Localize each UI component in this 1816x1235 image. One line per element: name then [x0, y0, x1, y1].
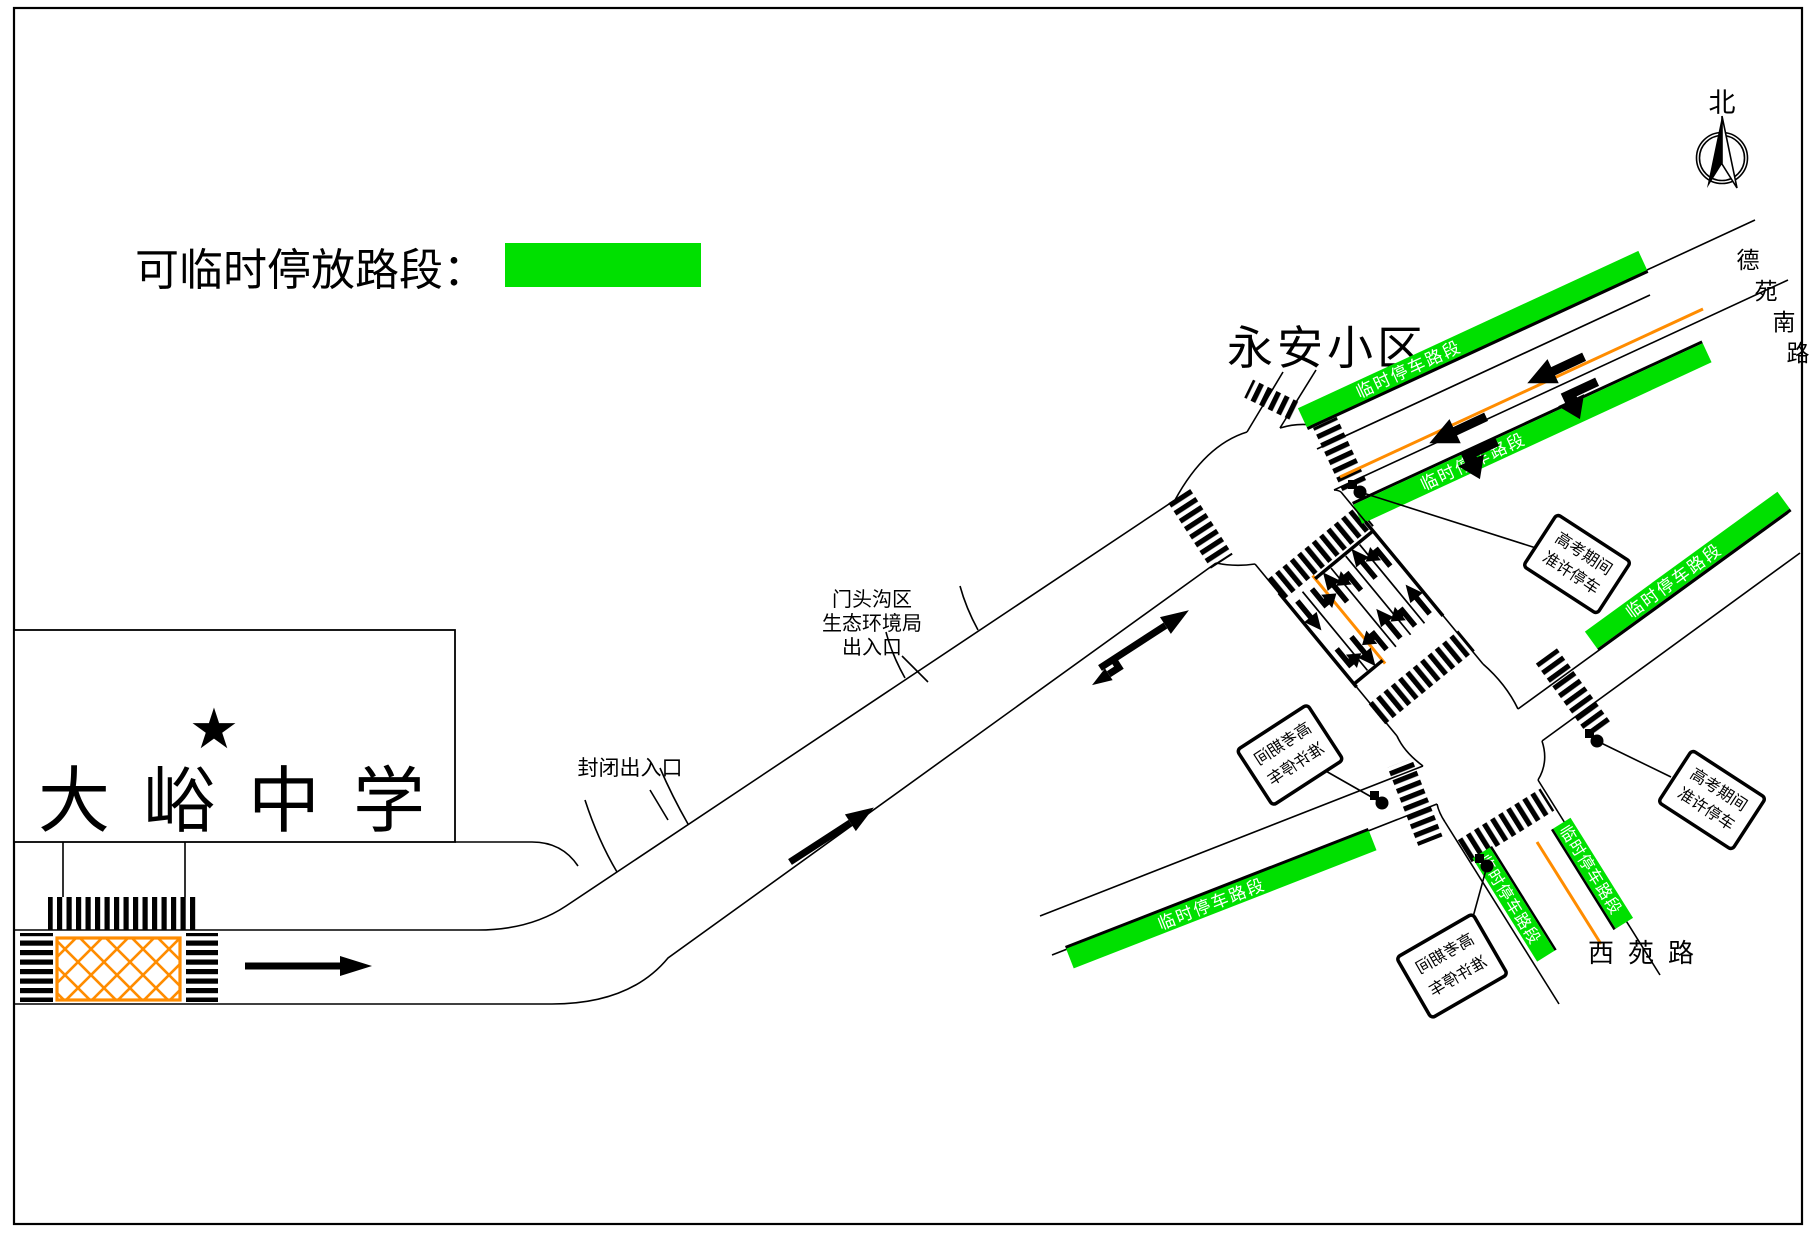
north-label: 北	[1709, 88, 1736, 118]
corner-lower-south	[1436, 803, 1446, 823]
legend-label: 可临时停放路段：	[135, 246, 487, 295]
laneline-deyuan	[1316, 294, 1651, 450]
env-bureau-leader	[901, 655, 929, 683]
crosswalk-lower-nw	[1367, 630, 1475, 726]
school-gate-crosswalk	[48, 897, 197, 930]
closed-entrance-edge-right	[659, 767, 689, 825]
junction-box-marking	[55, 936, 182, 1002]
road-edge-main-bottom	[14, 562, 1217, 1005]
svg-text:出入口: 出入口	[842, 636, 902, 659]
lane-arrow-straight-left-main	[1092, 610, 1189, 686]
env-bureau-edge-left	[885, 631, 906, 679]
compass-needle-light-icon	[1721, 115, 1738, 189]
road-name-deyuan-char: 路	[1787, 341, 1810, 366]
road-edge-deyuan-se	[1333, 279, 1789, 491]
crosswalk-lower-ne	[1535, 648, 1613, 740]
community-label: 永安小区	[1227, 323, 1427, 374]
crosswalk-school-right	[186, 933, 218, 1002]
road-name-xiyuan: 西苑路	[1588, 939, 1708, 968]
school-name: 大峪中学	[38, 762, 458, 842]
school-box	[13, 629, 456, 843]
legend-swatch	[505, 243, 701, 287]
road-name-deyuan-char: 苑	[1755, 279, 1778, 304]
sign-leader	[1596, 740, 1672, 778]
corner-upper-west	[1174, 431, 1248, 501]
road-edge-ne-leg-se	[1541, 552, 1801, 742]
corner-lower-west	[1396, 735, 1424, 767]
corner-lower-north	[1482, 663, 1519, 710]
road-edge-main-top	[14, 499, 1176, 931]
env-bureau-edge-right	[959, 585, 979, 631]
lane-arrow-school-street	[245, 956, 372, 976]
closed-entrance-leader	[649, 789, 669, 821]
centerline-xiyuan	[1535, 841, 1603, 945]
school-star-icon: ★	[189, 699, 239, 761]
corner-upper-south	[1215, 562, 1256, 567]
school-fence-line	[455, 841, 579, 867]
crosswalk-upper-nw	[1244, 379, 1300, 421]
corner-lower-east	[1537, 740, 1546, 781]
compass-needle-dark-icon	[1707, 116, 1722, 188]
community-entrance-edge-right	[1279, 369, 1317, 429]
crosswalk-lower-se	[1455, 788, 1555, 864]
north-indicator: 北	[1695, 88, 1749, 189]
crosswalk-school-left	[20, 933, 53, 1002]
road-edge-sw-leg-nw	[1039, 765, 1424, 917]
road-name-deyuan-char: 南	[1773, 310, 1796, 335]
lane-arrow-straight-main	[788, 807, 874, 865]
svg-text:门头沟区: 门头沟区	[832, 588, 912, 611]
sign-leader	[1323, 769, 1383, 804]
centerline-deyuan	[1339, 307, 1704, 479]
map-border	[12, 6, 1804, 1226]
crosswalk-lower-sw	[1387, 758, 1443, 846]
crosswalk-upper-sw	[1167, 487, 1233, 569]
closed-entrance-edge-left	[584, 799, 618, 873]
connector-lane-zone	[1277, 520, 1445, 689]
crosswalk-upper-se	[1266, 505, 1374, 601]
road-name-deyuan-char: 德	[1737, 248, 1760, 273]
env-bureau-label: 门头沟区 生态环境局 出入口	[822, 588, 922, 659]
road-edge-xiyuan-sw	[1444, 821, 1560, 1005]
crosswalk-upper-ne	[1313, 416, 1367, 494]
closed-entrance-label: 封闭出入口	[578, 756, 683, 780]
svg-text:生态环境局: 生态环境局	[822, 612, 922, 635]
school-gate-posts	[62, 842, 186, 897]
sign-leader	[1359, 491, 1537, 549]
